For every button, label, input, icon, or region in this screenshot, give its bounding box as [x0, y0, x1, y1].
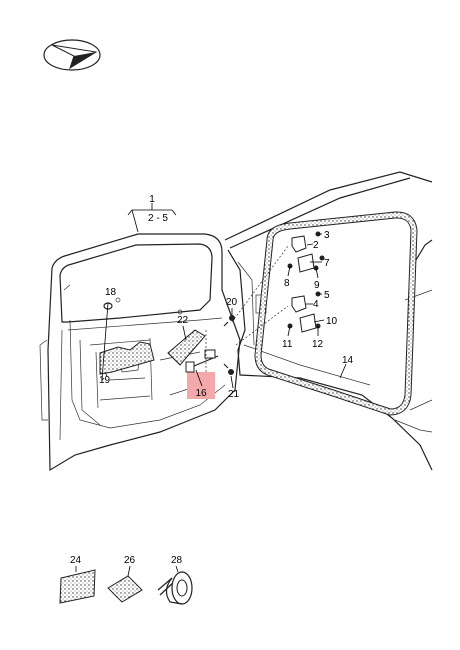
callout-5: 5 [324, 290, 330, 301]
small-part-leaders [75, 565, 179, 577]
callout-7: 7 [324, 258, 330, 269]
callout-2-5: 2 - 5 [148, 213, 168, 224]
callout-10: 10 [326, 316, 338, 327]
upper-hinge [287, 231, 325, 273]
callout-28: 28 [171, 555, 183, 566]
callout-1: 1 [149, 194, 155, 205]
highlight-16 [187, 372, 215, 399]
callout-20: 20 [226, 297, 238, 308]
door-check-16 [185, 349, 219, 373]
sealing-foam-19 [99, 341, 155, 375]
callout-26: 26 [124, 555, 136, 566]
callout-2: 2 [313, 240, 319, 251]
callout-11: 11 [282, 339, 293, 350]
callout-labels: 1 2 - 5 2 3 7 8 9 5 4 10 11 12 14 16 18 … [70, 194, 354, 566]
bolt-21 [223, 363, 234, 375]
callout-12: 12 [312, 339, 324, 350]
callout-21: 21 [228, 389, 240, 400]
sealing-pad-26 [107, 575, 143, 603]
sealing-pad-22 [167, 329, 206, 366]
callout-3: 3 [324, 230, 330, 241]
callout-19: 19 [99, 375, 111, 386]
door-seal [254, 211, 418, 416]
callout-22: 22 [177, 315, 189, 326]
callout-8: 8 [284, 278, 290, 289]
callout-14: 14 [342, 355, 354, 366]
direction-arrow-icon [43, 39, 101, 71]
callout-24: 24 [70, 555, 82, 566]
callout-16: 16 [195, 388, 207, 399]
callout-4: 4 [313, 299, 319, 310]
tape-roll-28 [157, 571, 193, 605]
door-panel [39, 233, 241, 472]
car-body-outline [224, 171, 433, 471]
bolt-20 [223, 315, 235, 327]
leader-lines [101, 203, 347, 389]
lower-hinge [287, 291, 321, 333]
callout-18: 18 [105, 287, 117, 298]
callout-9: 9 [314, 280, 320, 291]
felt-strip-24 [59, 569, 96, 604]
